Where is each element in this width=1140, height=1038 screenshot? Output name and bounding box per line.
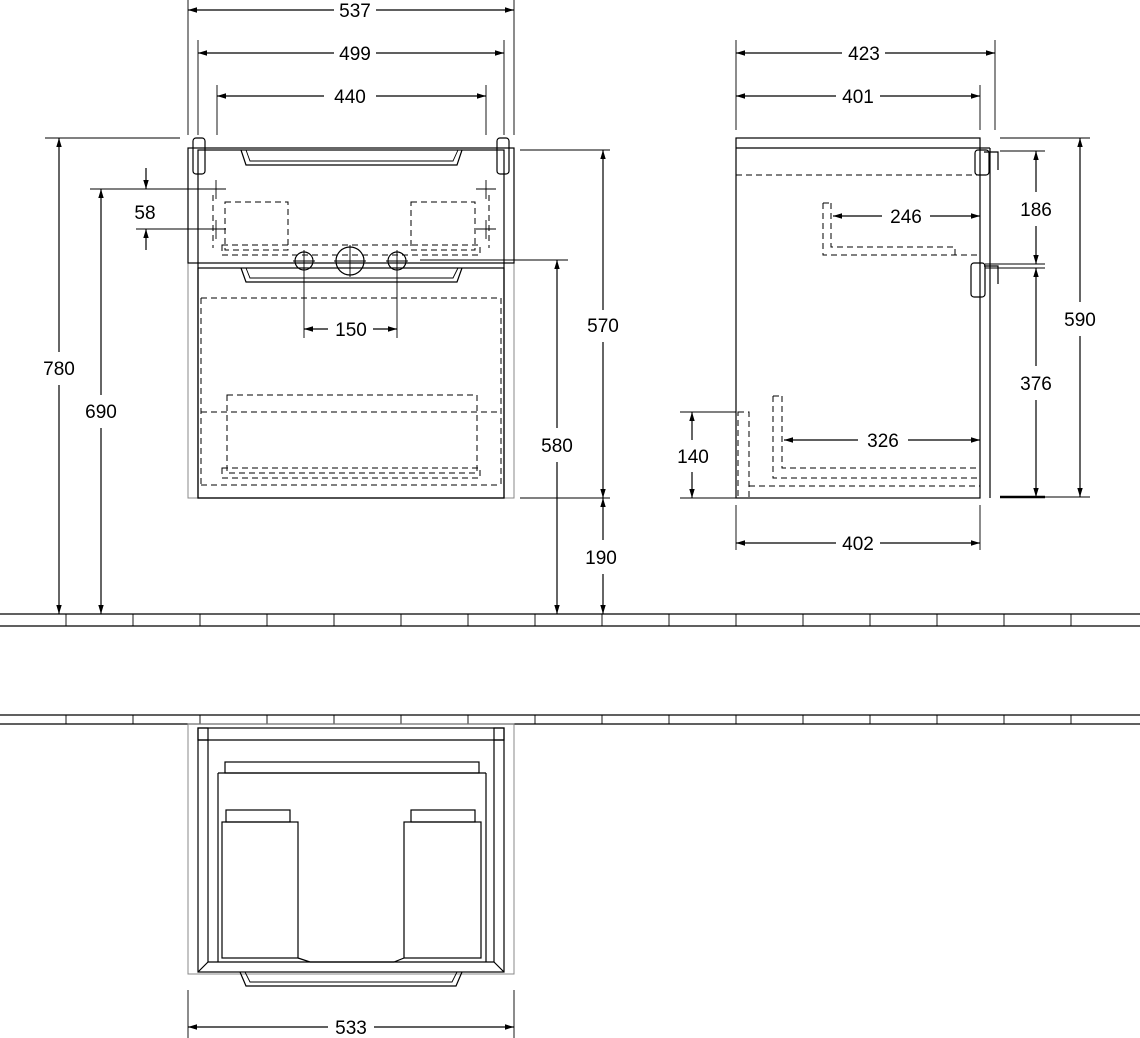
wall-strip-bottom <box>0 714 1140 725</box>
plan-view <box>187 723 515 1038</box>
plan-dimensions: 533 <box>188 1018 514 1038</box>
dim-326: 326 <box>867 431 899 452</box>
dim-537: 537 <box>339 1 371 22</box>
dim-690: 690 <box>85 402 117 423</box>
side-dimensions: 423 401 246 186 590 376 326 140 402 <box>677 44 1096 555</box>
dim-590: 590 <box>1064 310 1096 331</box>
dim-150: 150 <box>335 320 367 341</box>
front-view <box>45 0 610 499</box>
dim-570: 570 <box>587 316 619 337</box>
dim-401: 401 <box>842 87 874 108</box>
dim-533: 533 <box>335 1018 367 1038</box>
dim-780: 780 <box>43 359 75 380</box>
dim-580: 580 <box>541 436 573 457</box>
dim-186: 186 <box>1020 200 1052 221</box>
wall-strip-top <box>0 613 1140 627</box>
side-view <box>680 40 1090 550</box>
front-dimensions: 537 499 440 780 690 58 150 570 580 190 <box>43 1 619 614</box>
dim-402: 402 <box>842 534 874 555</box>
dim-499: 499 <box>339 44 371 65</box>
dim-246: 246 <box>890 207 922 228</box>
dim-190: 190 <box>585 548 617 569</box>
dim-440: 440 <box>334 87 366 108</box>
dim-140: 140 <box>677 447 709 468</box>
dim-58: 58 <box>134 203 155 224</box>
dim-423: 423 <box>848 44 880 65</box>
dim-376: 376 <box>1020 374 1052 395</box>
